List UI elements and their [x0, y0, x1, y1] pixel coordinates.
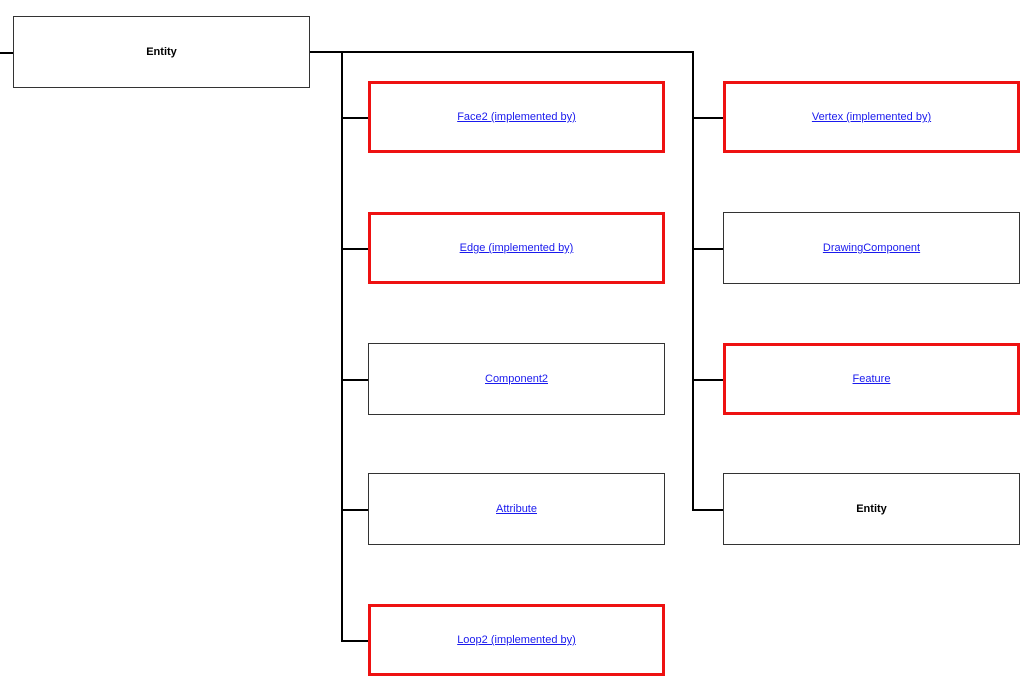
- right-branch-connector: [692, 379, 723, 381]
- loop2-link[interactable]: Loop2 (implemented by): [457, 634, 576, 646]
- left-branch-connector: [341, 379, 368, 381]
- vertex-node[interactable]: Vertex (implemented by): [723, 81, 1020, 153]
- root-bus-horizontal: [310, 51, 694, 53]
- root-left-stub: [0, 52, 13, 54]
- right-trunk-vertical: [692, 51, 694, 511]
- edge-link[interactable]: Edge (implemented by): [459, 242, 574, 254]
- edge-node[interactable]: Edge (implemented by): [368, 212, 665, 284]
- attribute-node[interactable]: Attribute: [368, 473, 665, 545]
- vertex-link[interactable]: Vertex (implemented by): [811, 111, 932, 123]
- left-branch-connector: [341, 248, 368, 250]
- right-branch-connector: [692, 509, 723, 511]
- left-branch-connector: [341, 509, 368, 511]
- component2-link[interactable]: Component2: [485, 373, 548, 385]
- left-branch-connector: [341, 640, 368, 642]
- root-entity-node: Entity: [13, 16, 310, 88]
- feature-link[interactable]: Feature: [852, 373, 891, 385]
- left-branch-connector: [341, 117, 368, 119]
- face2-node[interactable]: Face2 (implemented by): [368, 81, 665, 153]
- entity-node: Entity: [723, 473, 1020, 545]
- drawingcomponent-node[interactable]: DrawingComponent: [723, 212, 1020, 284]
- right-branch-connector: [692, 248, 723, 250]
- right-branch-connector: [692, 117, 723, 119]
- component2-node[interactable]: Component2: [368, 343, 665, 415]
- attribute-link[interactable]: Attribute: [496, 503, 537, 515]
- root-entity-label: Entity: [146, 46, 177, 58]
- left-trunk-vertical: [341, 51, 343, 641]
- drawingcomponent-link[interactable]: DrawingComponent: [822, 242, 921, 254]
- entity-label: Entity: [856, 503, 887, 515]
- feature-node[interactable]: Feature: [723, 343, 1020, 415]
- loop2-node[interactable]: Loop2 (implemented by): [368, 604, 665, 676]
- face2-link[interactable]: Face2 (implemented by): [457, 111, 576, 123]
